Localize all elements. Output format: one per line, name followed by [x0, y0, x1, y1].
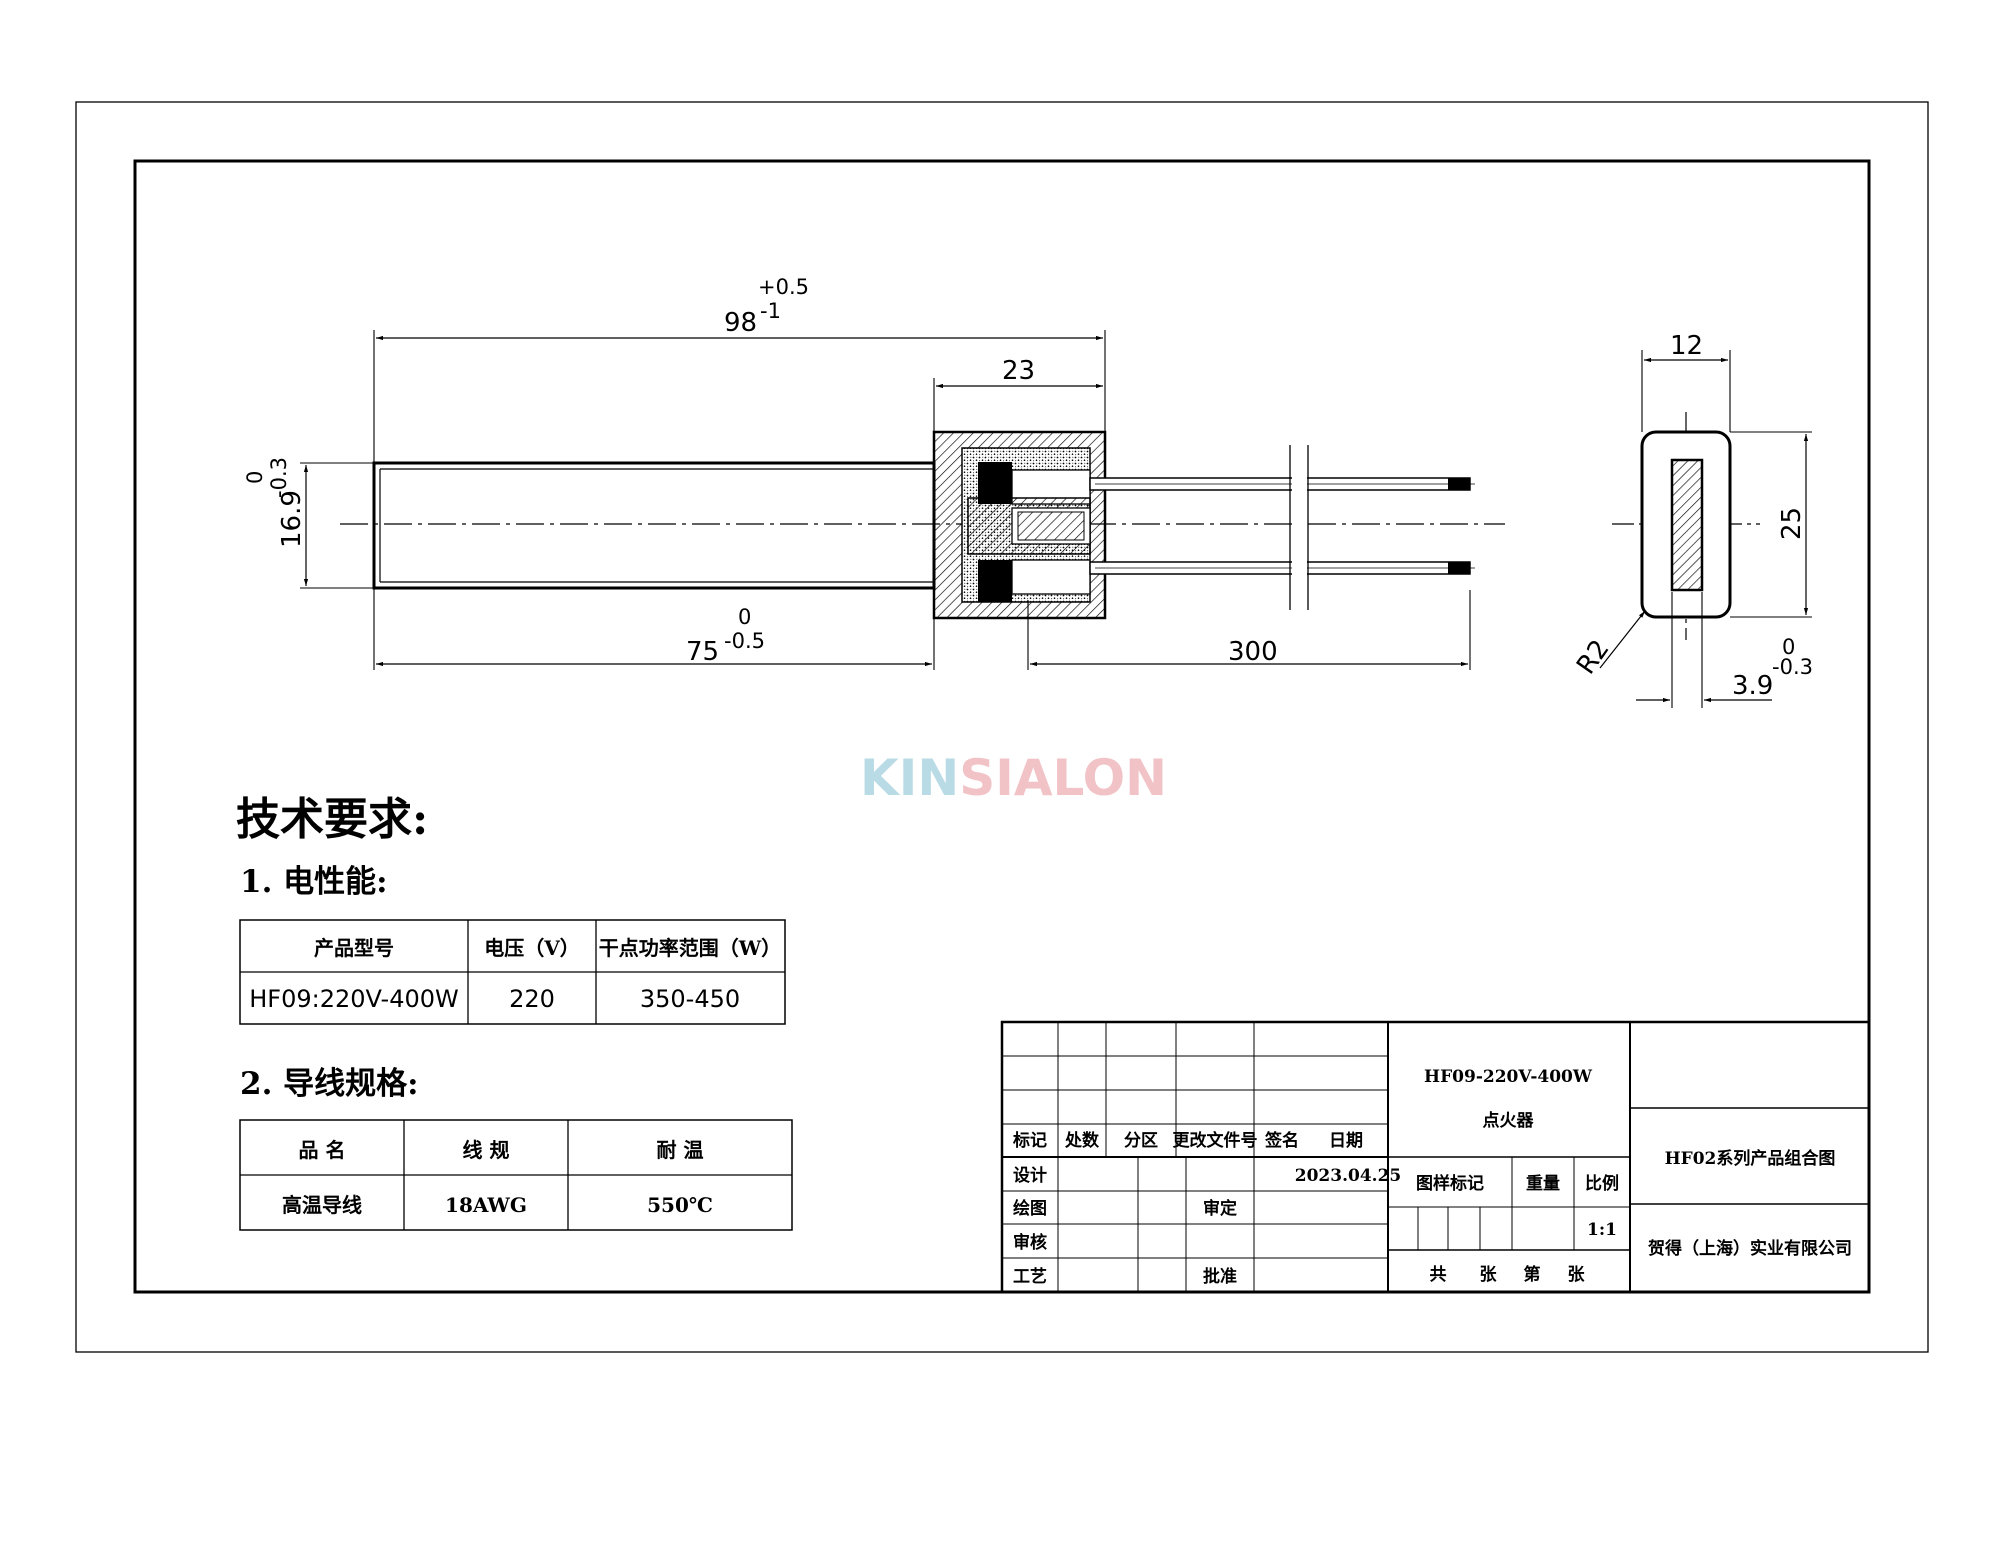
igniter-end-view: 12 25 R2 3.9 0 -0.3 — [1571, 331, 1813, 708]
outer-frame — [75, 101, 1929, 1353]
dim-98: 98 — [724, 308, 757, 338]
tb-rev-signature: 签名 — [1264, 1130, 1299, 1151]
tb-mark-label: 图样标记 — [1416, 1173, 1484, 1194]
dim-head-length: 23 — [933, 356, 1103, 432]
ceramic-body — [372, 461, 936, 590]
terminal-housing — [932, 430, 1107, 620]
tb-rev-count: 处数 — [1064, 1130, 1100, 1151]
tech-title: 技术要求: — [236, 794, 428, 845]
tb-rev-zone: 分区 — [1124, 1131, 1158, 1151]
tb-rev-docno: 更改文件号 — [1173, 1130, 1258, 1151]
dim-r2: R2 — [1571, 634, 1615, 680]
tb-scale-value: 1:1 — [1587, 1220, 1617, 1240]
wire-table: 品 名 线 规 耐 温 高温导线 18AWG 550℃ — [239, 1119, 793, 1231]
tb-review-label: 审定 — [1203, 1198, 1237, 1219]
elec-header-voltage: 电压（V） — [484, 936, 580, 960]
dim-98-tol-lower: -1 — [760, 299, 781, 323]
wire-cell-name: 高温导线 — [282, 1193, 362, 1217]
title-block: 标记 处数 分区 更改文件号 签名 日期 设计 2023.04.25 绘图 审定… — [1000, 1020, 1871, 1294]
dim-75-tol-lower: -0.5 — [724, 629, 765, 653]
tb-rev-mark: 标记 — [1013, 1130, 1047, 1151]
technical-requirements: 技术要求: 1. 电性能: 产品型号 电压（V） 干点功率范围（W） HF09:… — [236, 794, 793, 1231]
tb-product-code: HF09-220V-400W — [1424, 1067, 1593, 1087]
dim-300: 300 — [1228, 637, 1278, 667]
tb-process-label: 工艺 — [1013, 1266, 1047, 1287]
tb-sheets-number: 第 — [1524, 1264, 1541, 1285]
dim-98-tol-upper: +0.5 — [758, 275, 809, 299]
wire-cell-gauge: 18AWG — [445, 1193, 527, 1217]
elec-cell-power: 350-450 — [640, 985, 740, 1013]
wire-header-temp: 耐 温 — [657, 1138, 704, 1162]
wire-header-name: 品 名 — [299, 1138, 346, 1162]
elec-cell-voltage: 220 — [509, 985, 555, 1013]
tb-design-label: 设计 — [1013, 1165, 1047, 1186]
tb-approve-label: 批准 — [1203, 1266, 1237, 1287]
wire-header-gauge: 线 规 — [463, 1138, 510, 1162]
dim-16-9: 16.9 — [277, 490, 307, 548]
dim-3-9: 3.9 — [1732, 671, 1773, 701]
dim-16-9-tol-lower: -0.3 — [267, 457, 291, 498]
tb-drawing-label: 绘图 — [1013, 1198, 1047, 1219]
dim-3-9-tol-lower: -0.3 — [1772, 655, 1813, 679]
igniter-side-view: 98 +0.5 -1 23 75 0 -0.5 300 — [243, 275, 1505, 670]
section-wire: 2. 导线规格: — [240, 1066, 419, 1102]
tb-series-title: HF02系列产品组合图 — [1665, 1148, 1836, 1169]
watermark-logo: KINSIALON — [860, 749, 1167, 807]
elec-header-model: 产品型号 — [314, 936, 394, 960]
elec-header-power: 干点功率范围（W） — [599, 936, 781, 960]
dim-75-tol-upper: 0 — [738, 605, 751, 629]
dim-3-9-tol-upper: 0 — [1782, 635, 1795, 659]
dim-25: 25 — [1777, 507, 1807, 540]
tb-sheets-unit1: 张 — [1480, 1265, 1498, 1285]
electrical-table: 产品型号 电压（V） 干点功率范围（W） HF09:220V-400W 220 … — [239, 919, 786, 1025]
wire-cell-temp: 550℃ — [647, 1193, 713, 1217]
dim-16-9-tol-upper: 0 — [243, 471, 267, 484]
tb-check-label: 审核 — [1013, 1232, 1047, 1253]
dim-12: 12 — [1670, 331, 1703, 361]
end-slot — [1670, 458, 1704, 592]
tb-sheets-unit2: 张 — [1568, 1265, 1586, 1285]
tb-company: 贺得（上海）实业有限公司 — [1647, 1238, 1852, 1259]
dim-overall-length: 98 +0.5 -1 — [373, 275, 1106, 463]
section-electrical: 1. 电性能: — [240, 864, 388, 900]
dim-75: 75 — [686, 637, 719, 667]
tb-weight-label: 重量 — [1526, 1173, 1560, 1194]
tb-sheets-total: 共 — [1430, 1265, 1447, 1285]
tb-rev-date: 日期 — [1329, 1131, 1363, 1151]
elec-cell-model: HF09:220V-400W — [249, 985, 459, 1013]
tb-design-date: 2023.04.25 — [1295, 1166, 1401, 1186]
tb-scale-label: 比例 — [1585, 1173, 1619, 1194]
dim-diameter: 16.9 0 -0.3 — [243, 457, 374, 589]
lead-wires — [1089, 445, 1475, 610]
dim-lead-length: 300 — [1027, 590, 1471, 670]
dim-23: 23 — [1002, 356, 1035, 386]
dim-body-length: 75 0 -0.5 — [373, 588, 935, 670]
tb-product-name: 点火器 — [1483, 1110, 1535, 1131]
